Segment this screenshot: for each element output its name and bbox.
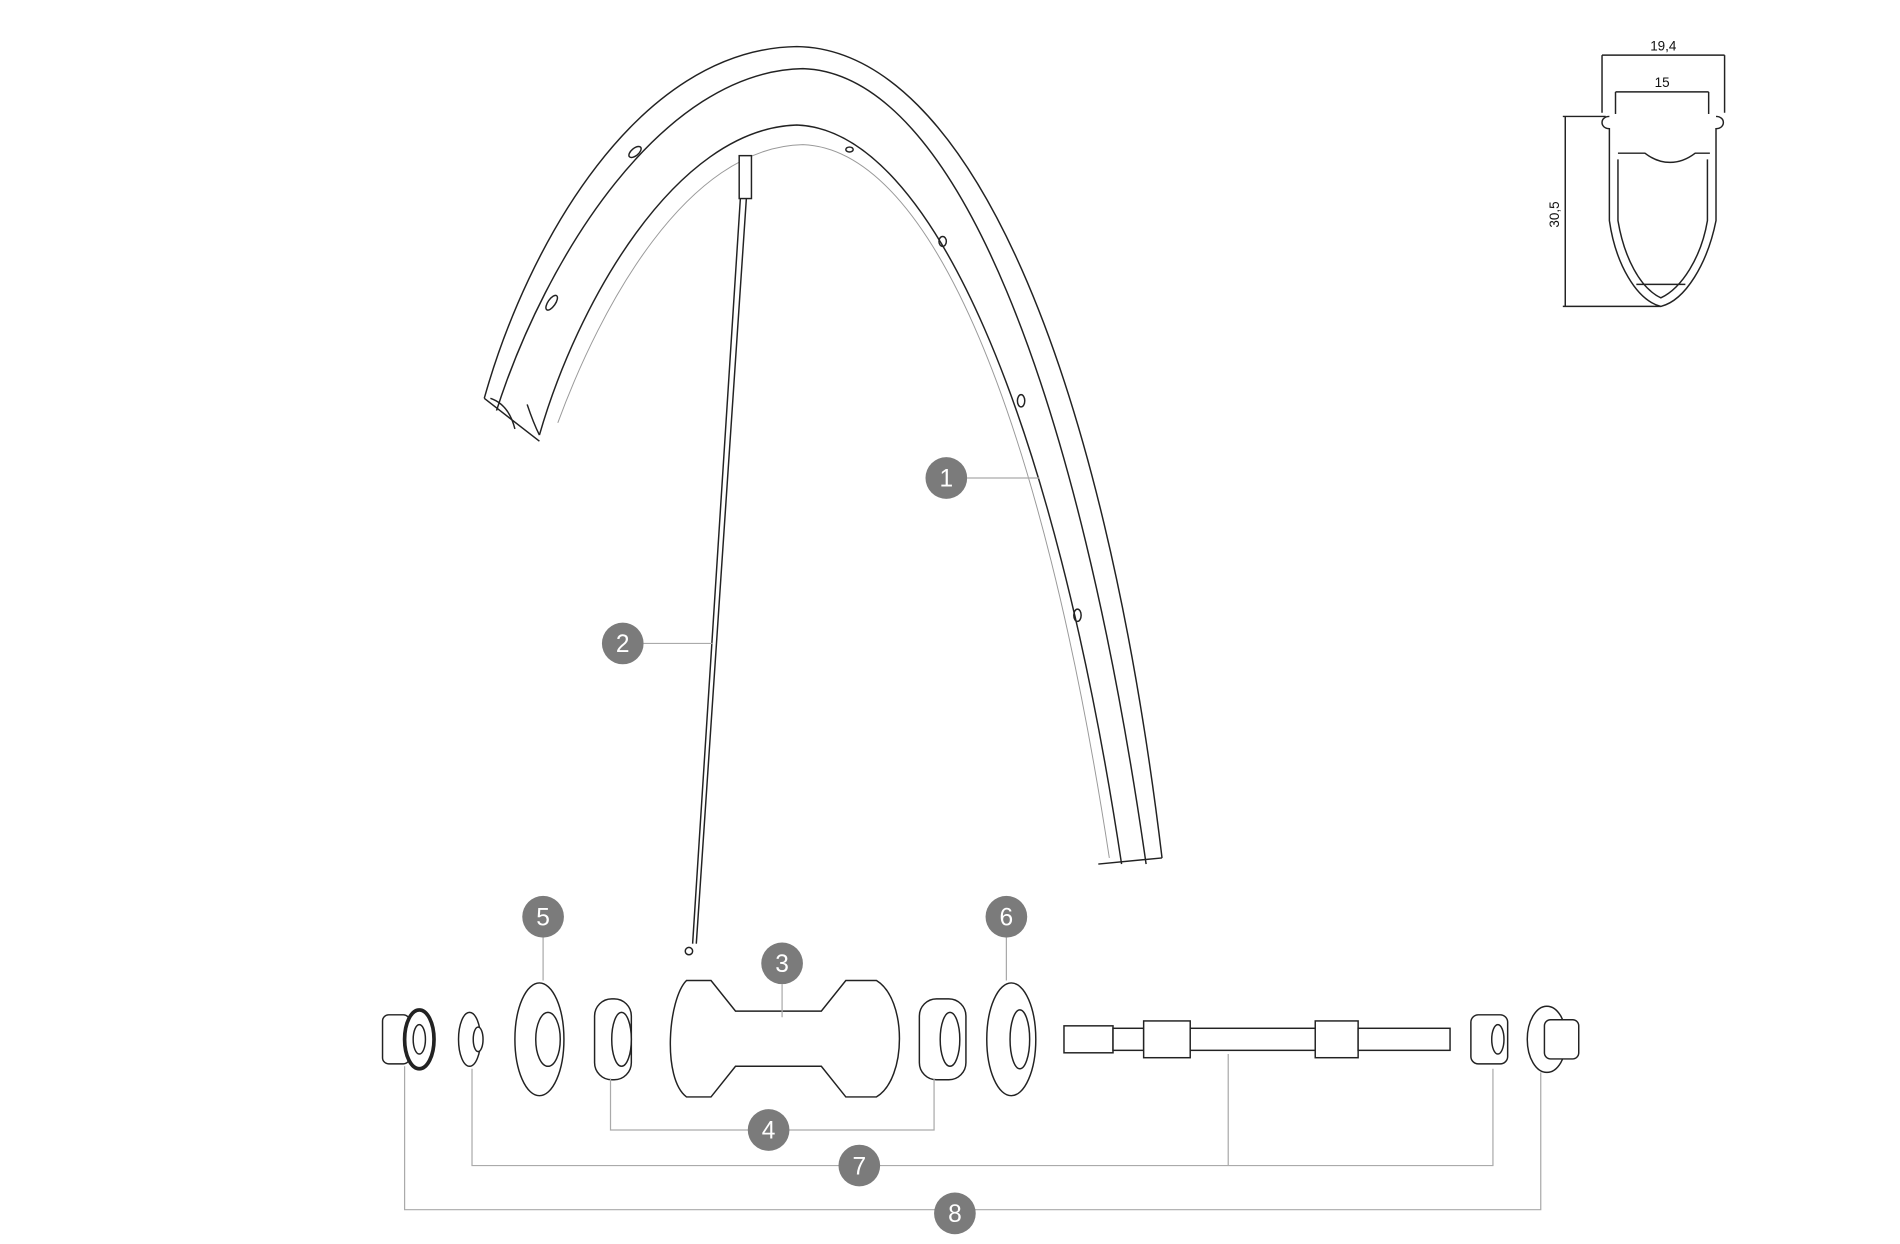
callout-badge-8: 8 <box>934 1192 976 1235</box>
svg-text:4: 4 <box>762 1118 776 1145</box>
svg-text:6: 6 <box>1000 904 1014 931</box>
callout-badge-3: 3 <box>761 942 803 985</box>
rim <box>483 45 1163 865</box>
callout-badge-1: 1 <box>925 457 968 499</box>
callout-badge-2: 2 <box>601 622 644 665</box>
hub-parts <box>381 979 1580 1098</box>
callout-badge-6: 6 <box>985 895 1028 938</box>
spoke <box>684 154 753 956</box>
svg-text:5: 5 <box>536 904 550 931</box>
svg-text:7: 7 <box>852 1153 866 1180</box>
dimension-height: 30,5 <box>1547 201 1562 227</box>
callout-badge-4: 4 <box>747 1109 790 1151</box>
svg-text:8: 8 <box>948 1201 962 1228</box>
rim-profile: 19,4 15 30,5 <box>1547 38 1726 308</box>
svg-text:3: 3 <box>775 951 789 978</box>
dimension-inner-width: 15 <box>1655 75 1670 90</box>
callout-badge-7: 7 <box>838 1144 881 1187</box>
leader-lines <box>403 477 1542 1211</box>
dimension-outer-width: 19,4 <box>1650 38 1677 53</box>
svg-text:2: 2 <box>616 631 630 658</box>
svg-text:1: 1 <box>940 466 954 493</box>
callout-badge-5: 5 <box>522 895 564 938</box>
